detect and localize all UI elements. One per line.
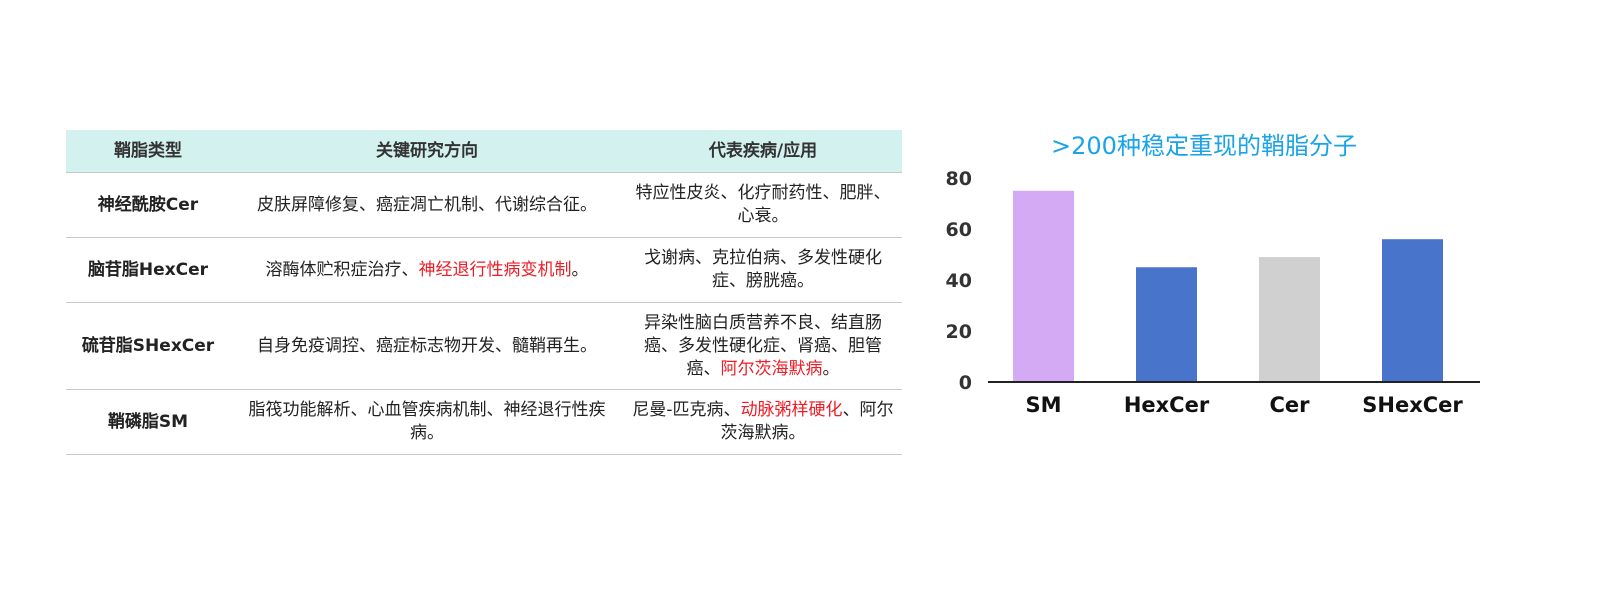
cell-text: 。 xyxy=(822,358,840,379)
cell-text: 皮肤屏障修复、癌症凋亡机制、代谢综合征。 xyxy=(257,194,597,215)
cell-lipid-type: 脑苷脂HexCer xyxy=(66,237,230,303)
cell-lipid-type: 硫苷脂SHexCer xyxy=(66,302,230,390)
cell-text: 脂筏功能解析、心血管疾病机制、神经退行性疾病。 xyxy=(248,400,606,443)
cell-text: 尼曼-匹克病、 xyxy=(632,400,741,420)
header-lipid-type: 鞘脂类型 xyxy=(66,130,230,173)
cell-text: 、阿尔茨海默病。 xyxy=(720,400,894,443)
cell-text: 异染性脑白质营养不良、结直肠癌、多发性硬化症、肾癌、胆管癌、 xyxy=(644,312,882,379)
cell-disease: 特应性皮炎、化疗耐药性、肥胖、心衰。 xyxy=(624,172,902,238)
bar-hexcer xyxy=(1136,267,1197,382)
highlighted-text: 神经退行性病变机制 xyxy=(418,259,572,280)
y-tick-label: 80 xyxy=(946,168,972,190)
cell-text: 。 xyxy=(571,259,589,280)
bar-sm xyxy=(1013,190,1074,382)
table-row: 硫苷脂SHexCer 自身免疫调控、癌症标志物开发、髓鞘再生。 异染性脑白质营养不良… xyxy=(66,302,902,390)
cell-research: 自身免疫调控、癌症标志物开发、髓鞘再生。 xyxy=(230,302,624,390)
x-tick-label: SM xyxy=(1025,393,1061,417)
x-tick-label: HexCer xyxy=(1124,393,1210,417)
cell-lipid-type: 神经酰胺Cer xyxy=(66,172,230,238)
cell-text: 溶酶体贮积症治疗、 xyxy=(265,259,419,280)
y-tick-label: 60 xyxy=(946,219,972,241)
table-row: 神经酰胺Cer 皮肤屏障修复、癌症凋亡机制、代谢综合征。 特应性皮炎、化疗耐药性、肥… xyxy=(66,172,902,238)
cell-disease: 戈谢病、克拉伯病、多发性硬化症、膀胱癌。 xyxy=(624,237,902,303)
bar-cer xyxy=(1259,257,1320,382)
y-tick-label: 0 xyxy=(959,372,972,394)
cell-disease: 异染性脑白质营养不良、结直肠癌、多发性硬化症、肾癌、胆管癌、阿尔茨海默病。 xyxy=(624,302,902,390)
cell-research: 脂筏功能解析、心血管疾病机制、神经退行性疾病。 xyxy=(230,389,624,455)
cell-text: 特应性皮炎、化疗耐药性、肥胖、心衰。 xyxy=(635,183,891,226)
highlighted-text: 动脉粥样硬化 xyxy=(740,400,843,420)
y-tick-label: 20 xyxy=(946,321,972,343)
lipid-table: 鞘脂类型 关键研究方向 代表疾病/应用 神经酰胺Cer 皮肤屏障修复、癌症凋亡机制… xyxy=(66,130,902,455)
cell-disease: 尼曼-匹克病、动脉粥样硬化、阿尔茨海默病。 xyxy=(624,389,902,455)
chart-title: >200种稳定重现的鞘脂分子 xyxy=(1051,132,1357,160)
cell-text: 戈谢病、克拉伯病、多发性硬化症、膀胱癌。 xyxy=(644,248,882,291)
cell-lipid-type: 鞘磷脂SM xyxy=(66,389,230,455)
cell-research: 皮肤屏障修复、癌症凋亡机制、代谢综合征。 xyxy=(230,172,624,238)
x-tick-label: Cer xyxy=(1269,393,1310,417)
cell-text: 自身免疫调控、癌症标志物开发、髓鞘再生。 xyxy=(257,335,597,356)
y-tick-label: 40 xyxy=(946,270,972,292)
bar-shexcer xyxy=(1382,239,1443,382)
x-tick-label: SHexCer xyxy=(1362,393,1463,417)
header-disease: 代表疾病/应用 xyxy=(624,130,902,173)
highlighted-text: 阿尔茨海默病 xyxy=(720,358,823,379)
table-header-row: 鞘脂类型 关键研究方向 代表疾病/应用 xyxy=(66,130,902,173)
cell-research: 溶酶体贮积症治疗、神经退行性病变机制。 xyxy=(230,237,624,303)
header-research: 关键研究方向 xyxy=(230,130,624,173)
